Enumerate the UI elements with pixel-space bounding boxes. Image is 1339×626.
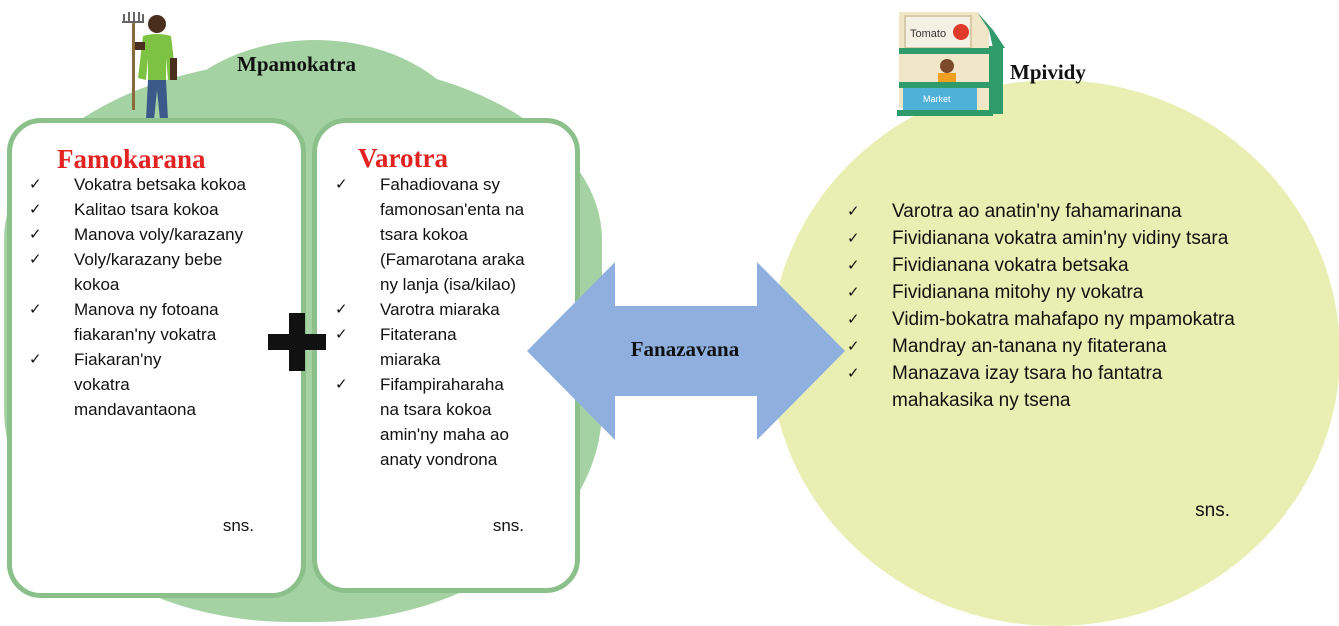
production-panel [7,118,306,598]
sales-list: ✓ Fahadiovana sy famonosan'enta na tsara … [335,172,567,472]
double-arrow-icon [527,262,845,440]
list-item: ✓ Kalitao tsara kokoa [29,197,269,222]
farmer-icon [122,12,177,126]
list-item-text: Fividianana mitohy ny vokatra [892,282,1144,303]
list-item: ✓ Vidim-bokatra mahafapo ny mpamokatra [847,306,1267,333]
list-item-text: Varotra miaraka [380,300,500,319]
check-icon: ✓ [847,202,860,220]
check-icon: ✓ [847,229,860,247]
list-item: ✓ Fitaterana miaraka [335,322,567,372]
list-item: ✓ Manazava izay tsara ho fantatra mahakas… [847,360,1267,414]
check-icon: ✓ [29,200,42,218]
list-item: ✓ Mandray an-tanana ny fitaterana [847,333,1267,360]
sales-etc: sns. [492,516,524,535]
list-item-text: Fifampiraharaha na tsara kokoa amin'ny m… [380,375,509,469]
list-item-text: Fividianana vokatra betsaka [892,255,1129,276]
list-item-text: Fahadiovana sy famonosan'enta na tsara k… [380,175,525,294]
buyer-label: Mpividy [1010,60,1086,84]
list-item: ✓ Fividianana vokatra amin'ny vidiny tsar… [847,225,1267,252]
check-icon: ✓ [29,300,42,318]
list-item: ✓ Fiakaran'ny vokatra mandavantaona [29,347,269,422]
list-item: ✓ Fifampiraharaha na tsara kokoa amin'ny … [335,372,567,472]
list-item-text: Varotra ao anatin'ny fahamarinana [892,201,1182,222]
list-item-text: Kalitao tsara kokoa [74,200,219,219]
list-item: ✓ Fividianana mitohy ny vokatra [847,279,1267,306]
check-icon: ✓ [335,175,348,193]
list-item-text: Fiakaran'ny vokatra mandavantaona [74,350,196,419]
check-icon: ✓ [29,350,42,368]
check-icon: ✓ [847,256,860,274]
check-icon: ✓ [29,175,42,193]
check-icon: ✓ [847,283,860,301]
production-list: ✓ Vokatra betsaka kokoa ✓ Kalitao tsara ko… [29,172,269,422]
producer-label: Mpamokatra [237,52,356,76]
buyer-background-circle [770,80,1339,626]
buyer-list: ✓ Varotra ao anatin'ny fahamarinana ✓ Fivi… [847,198,1267,414]
list-item: ✓ Vokatra betsaka kokoa [29,172,269,197]
list-item-text: Voly/karazany bebe kokoa [74,250,223,294]
list-item: ✓ Varotra miaraka [335,297,567,322]
list-item-text: Vokatra betsaka kokoa [74,175,247,194]
tomato-sign-text: Tomato [910,28,946,40]
list-item-text: Manova ny fotoana fiakaran'ny vokatra [74,300,219,344]
check-icon: ✓ [335,300,348,318]
sales-title: Varotra [358,143,448,173]
list-item: ✓ Fahadiovana sy famonosan'enta na tsara … [335,172,567,297]
list-item-text: Fitaterana miaraka [380,325,457,369]
check-icon: ✓ [335,325,348,343]
list-item-text: Fividianana vokatra amin'ny vidiny tsara [892,228,1229,249]
check-icon: ✓ [847,310,860,328]
list-item: ✓ Fividianana vokatra betsaka [847,252,1267,279]
production-title: Famokarana [57,144,206,174]
market-counter-text: Market [923,94,951,104]
check-icon: ✓ [29,225,42,243]
check-icon: ✓ [29,250,42,268]
list-item-text: Mandray an-tanana ny fitaterana [892,336,1167,357]
buyer-etc: sns. [1195,500,1230,521]
list-item: ✓ Varotra ao anatin'ny fahamarinana [847,198,1267,225]
list-item: ✓ Manova voly/karazany [29,222,269,247]
check-icon: ✓ [335,375,348,393]
list-item: ✓ Manova ny fotoana fiakaran'ny vokatra [29,297,269,347]
market-stall-icon: Tomato Market [897,12,1005,116]
list-item-text: Manova voly/karazany [74,225,244,244]
list-item-text: Manazava izay tsara ho fantatra mahakasi… [892,363,1163,411]
list-item: ✓ Voly/karazany bebe kokoa [29,247,269,297]
link-label: Fanazavana [630,337,740,361]
check-icon: ✓ [847,364,860,382]
check-icon: ✓ [847,337,860,355]
production-etc: sns. [222,516,254,535]
plus-icon [268,313,326,371]
list-item-text: Vidim-bokatra mahafapo ny mpamokatra [892,309,1235,330]
